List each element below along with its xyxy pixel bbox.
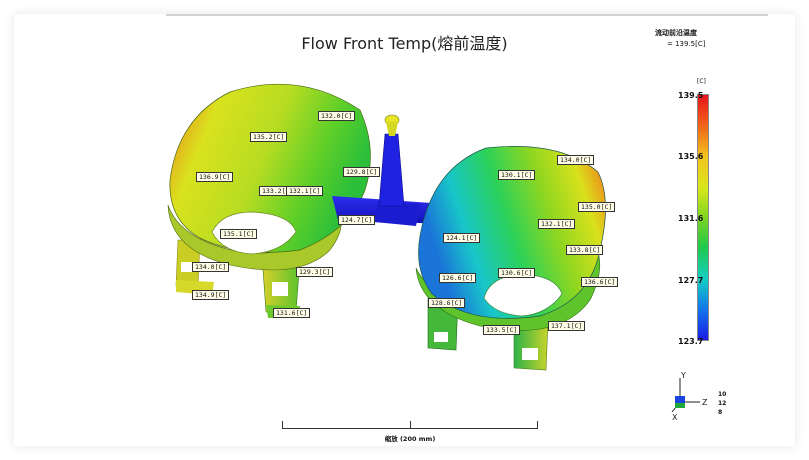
scale-label: 缩放 (200 mm) bbox=[384, 435, 436, 443]
value-label: 130.6[C] bbox=[498, 268, 536, 278]
left-part-shell bbox=[169, 83, 371, 253]
axis-number: 8 bbox=[718, 409, 723, 416]
legend-tick-0: 139.5 bbox=[678, 91, 704, 100]
value-label: 130.1[C] bbox=[498, 170, 536, 180]
color-legend-bar bbox=[697, 94, 709, 341]
scale-bar-midtick bbox=[410, 421, 411, 429]
axis-number: 12 bbox=[718, 400, 727, 407]
plot-title: Flow Front Temp(熔前温度) bbox=[301, 34, 508, 53]
value-label: 134.0[C] bbox=[557, 155, 595, 165]
value-label: 129.8[C] bbox=[343, 167, 381, 177]
value-label: 134.9[C] bbox=[192, 290, 230, 300]
axis-y-label: Y bbox=[680, 372, 686, 380]
left-part-rim bbox=[167, 204, 342, 271]
value-label: 136.9[C] bbox=[196, 172, 234, 182]
legend-unit: [C] bbox=[697, 78, 706, 85]
axis-numbers: 10 12 8 bbox=[718, 390, 726, 417]
axis-z-label: Z bbox=[702, 398, 708, 407]
readout-label: 流动前沿温度 bbox=[655, 29, 697, 37]
legend-tick-2: 131.6 bbox=[678, 214, 704, 223]
top-divider bbox=[166, 14, 768, 16]
axis-number: 10 bbox=[718, 391, 727, 398]
value-label: 137.1[C] bbox=[548, 321, 586, 331]
value-label: 124.1[C] bbox=[443, 233, 481, 243]
value-label: 124.7[C] bbox=[338, 215, 376, 225]
runner-branch bbox=[374, 202, 420, 226]
legend-tick-1: 135.6 bbox=[678, 152, 704, 161]
viewport-canvas[interactable] bbox=[14, 14, 795, 446]
left-leg-windows bbox=[181, 262, 288, 296]
value-label: 132.1[C] bbox=[286, 186, 324, 196]
axis-x-label: X bbox=[672, 413, 678, 422]
value-label: 135.0[C] bbox=[578, 202, 616, 212]
value-label: 135.1[C] bbox=[220, 229, 258, 239]
right-leg-windows bbox=[434, 332, 538, 360]
value-label: 134.0[C] bbox=[192, 262, 230, 272]
readout-value: = 139.5[C] bbox=[667, 40, 706, 48]
value-label: 128.6[C] bbox=[428, 298, 466, 308]
legend-tick-3: 127.7 bbox=[678, 276, 704, 285]
value-label: 132.0[C] bbox=[318, 111, 356, 121]
value-label: 133.5[C] bbox=[483, 325, 521, 335]
sprue bbox=[378, 133, 405, 207]
value-label: 126.6[C] bbox=[439, 273, 477, 283]
legend-tick-4: 123.7 bbox=[678, 337, 704, 346]
value-label: 132.1[C] bbox=[538, 219, 576, 229]
result-readout: 流动前沿温度 = 139.5[C] bbox=[655, 28, 705, 50]
value-label: 131.6[C] bbox=[273, 308, 311, 318]
value-label: 136.6[C] bbox=[581, 277, 619, 287]
axis-triad-icon: Y Z X bbox=[671, 372, 708, 422]
value-label: 133.8[C] bbox=[566, 245, 604, 255]
value-label: 135.2[C] bbox=[250, 132, 288, 142]
value-label: 129.3[C] bbox=[296, 267, 334, 277]
